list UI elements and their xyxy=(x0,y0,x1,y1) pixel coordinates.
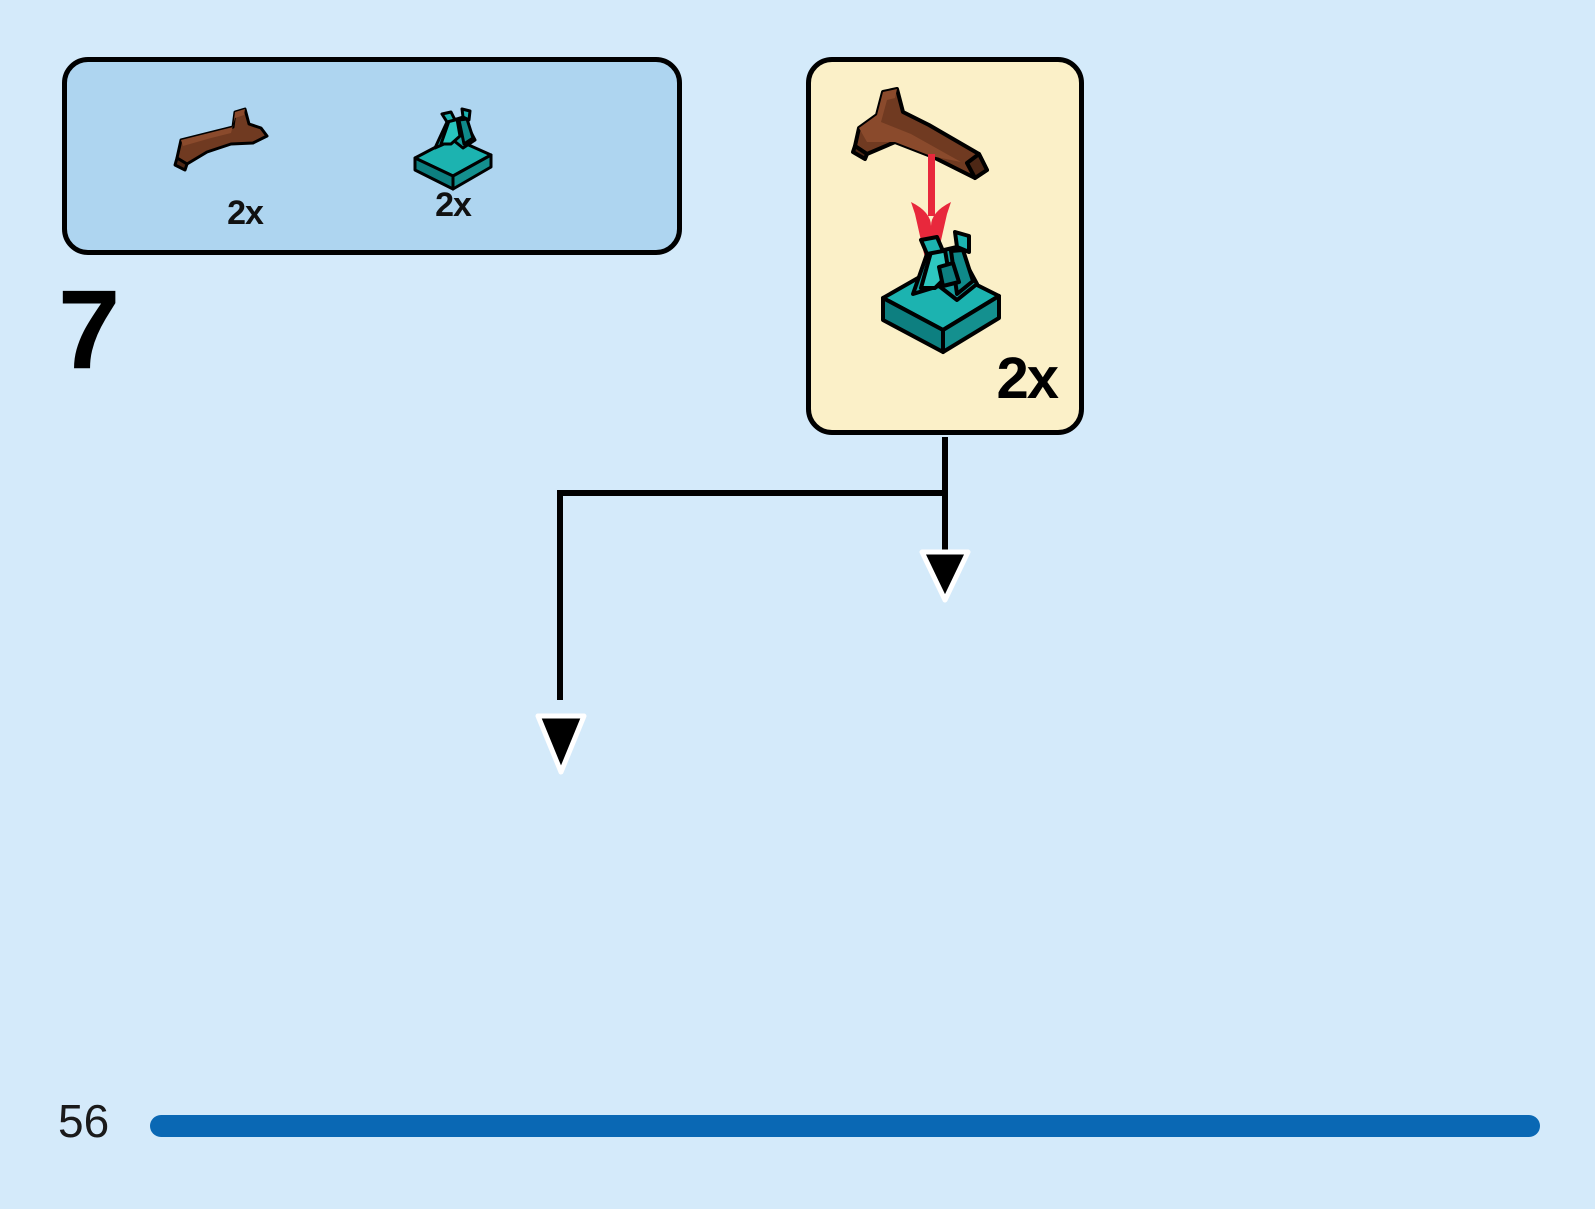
red-assembly-arrow xyxy=(911,154,951,288)
part-slot-branch: 2x xyxy=(155,100,335,233)
right-clip-branch-assembly xyxy=(903,593,1005,713)
placement-arrow-right xyxy=(919,549,971,603)
left-clip-branch-assembly xyxy=(463,751,635,869)
page-number: 56 xyxy=(58,1095,110,1147)
part-quantity-clip-tile: 2x xyxy=(435,186,472,224)
subassembly-callout-box: 2x xyxy=(806,57,1084,435)
subassembly-quantity: 2x xyxy=(996,346,1058,411)
parts-callout-box: 2x xyxy=(62,57,682,255)
footer-bar xyxy=(150,1115,1540,1137)
part-quantity-branch: 2x xyxy=(227,194,264,232)
part-slot-clip-tile: 2x xyxy=(363,92,543,225)
brown-branch-icon xyxy=(155,100,335,192)
placement-arrow-left xyxy=(535,713,587,775)
teal-clip-tile-icon xyxy=(363,92,543,191)
step-number: 7 xyxy=(58,267,120,392)
